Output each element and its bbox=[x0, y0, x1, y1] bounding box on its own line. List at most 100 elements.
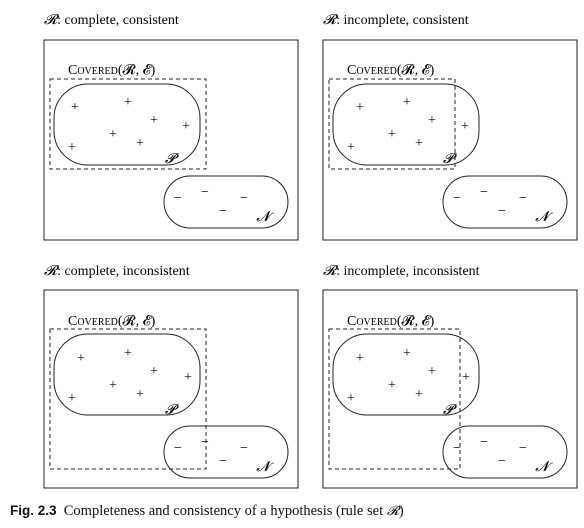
covered-word: Covered bbox=[347, 314, 397, 329]
negative-set-shape bbox=[163, 175, 289, 229]
covered-args: (𝓡, 𝓔) bbox=[397, 313, 435, 329]
negative-example: − bbox=[240, 441, 248, 456]
positive-example: + bbox=[136, 387, 144, 402]
negative-set-label: 𝓝 bbox=[256, 209, 274, 225]
positive-example: + bbox=[356, 351, 364, 366]
negative-set-shape bbox=[442, 425, 568, 479]
positive-example: + bbox=[403, 346, 411, 361]
negative-set-shape bbox=[163, 425, 289, 479]
panel-title-text: : complete, consistent bbox=[57, 13, 179, 28]
panel-title-text: : complete, inconsistent bbox=[57, 264, 190, 279]
covered-label: Covered(𝓡, 𝓔) bbox=[68, 62, 156, 78]
positive-example: + bbox=[150, 113, 158, 128]
positive-example: + bbox=[428, 113, 436, 128]
positive-set-shape bbox=[53, 333, 201, 416]
negative-example: − bbox=[174, 191, 182, 206]
example-space-box bbox=[322, 39, 578, 241]
positive-example: + bbox=[184, 370, 192, 385]
positive-set-shape bbox=[53, 83, 201, 166]
panel-title: 𝓡: incomplete, inconsistent bbox=[323, 263, 480, 279]
caption-close: ) bbox=[398, 503, 404, 519]
covered-label: Covered(𝓡, 𝓔) bbox=[68, 313, 156, 329]
positive-example: + bbox=[356, 100, 364, 115]
positive-example: + bbox=[182, 119, 190, 134]
negative-example: − bbox=[219, 454, 227, 469]
panel-incomplete-consistent: 𝓡: incomplete, consistent Covered(𝓡, 𝓔) … bbox=[322, 12, 578, 241]
positive-set-label: 𝓟 bbox=[165, 151, 179, 167]
negative-example: − bbox=[174, 441, 182, 456]
negative-example: − bbox=[219, 204, 227, 219]
negative-example: − bbox=[240, 191, 248, 206]
negative-example: − bbox=[480, 435, 488, 450]
positive-example: + bbox=[68, 391, 76, 406]
positive-example: + bbox=[388, 378, 396, 393]
positive-example: + bbox=[347, 140, 355, 155]
positive-example: + bbox=[415, 387, 423, 402]
covered-region bbox=[49, 328, 207, 470]
example-space-box bbox=[43, 289, 299, 489]
negative-set-label: 𝓝 bbox=[535, 459, 553, 475]
covered-word: Covered bbox=[68, 314, 118, 329]
caption-text: Completeness and consistency of a hypoth… bbox=[63, 503, 387, 519]
rule-set-symbol: 𝓡 bbox=[44, 12, 60, 28]
panel-complete-inconsistent: 𝓡: complete, inconsistent Covered(𝓡, 𝓔) … bbox=[43, 263, 299, 489]
covered-region bbox=[49, 78, 207, 170]
caption-symbol: 𝓡 bbox=[386, 504, 399, 519]
positive-example: + bbox=[388, 127, 396, 142]
panel-title: 𝓡: complete, consistent bbox=[44, 12, 179, 28]
negative-example: − bbox=[519, 191, 527, 206]
covered-region bbox=[328, 78, 456, 170]
example-space-box bbox=[43, 39, 299, 241]
positive-example: + bbox=[77, 351, 85, 366]
positive-example: + bbox=[124, 95, 132, 110]
covered-word: Covered bbox=[347, 63, 397, 78]
positive-set-label: 𝓟 bbox=[165, 402, 179, 418]
positive-example: + bbox=[71, 100, 79, 115]
covered-label: Covered(𝓡, 𝓔) bbox=[347, 313, 435, 329]
negative-example: − bbox=[453, 191, 461, 206]
example-space-box bbox=[322, 289, 578, 489]
positive-example: + bbox=[124, 346, 132, 361]
negative-example: − bbox=[498, 204, 506, 219]
positive-example: + bbox=[415, 136, 423, 151]
panel-complete-consistent: 𝓡: complete, consistent Covered(𝓡, 𝓔) + … bbox=[43, 12, 299, 241]
covered-label: Covered(𝓡, 𝓔) bbox=[347, 62, 435, 78]
positive-example: + bbox=[428, 364, 436, 379]
negative-example: − bbox=[480, 185, 488, 200]
negative-set-label: 𝓝 bbox=[535, 209, 553, 225]
rule-set-symbol: 𝓡 bbox=[44, 263, 60, 279]
panel-title-text: : incomplete, consistent bbox=[336, 13, 469, 28]
covered-word: Covered bbox=[68, 63, 118, 78]
negative-example: − bbox=[519, 441, 527, 456]
positive-example: + bbox=[68, 140, 76, 155]
positive-example: + bbox=[403, 95, 411, 110]
negative-example: − bbox=[453, 441, 461, 456]
negative-set-shape bbox=[442, 175, 568, 229]
covered-args: (𝓡, 𝓔) bbox=[397, 62, 435, 78]
positive-example: + bbox=[347, 391, 355, 406]
positive-set-shape bbox=[332, 333, 480, 416]
positive-set-shape bbox=[332, 83, 480, 166]
panel-title: 𝓡: complete, inconsistent bbox=[44, 263, 190, 279]
positive-example: + bbox=[136, 136, 144, 151]
covered-region bbox=[328, 328, 461, 470]
positive-example: + bbox=[150, 364, 158, 379]
negative-example: − bbox=[201, 185, 209, 200]
negative-set-label: 𝓝 bbox=[256, 459, 274, 475]
positive-example: + bbox=[109, 127, 117, 142]
panel-title-text: : incomplete, inconsistent bbox=[336, 264, 480, 279]
rule-set-symbol: 𝓡 bbox=[323, 263, 339, 279]
negative-example: − bbox=[498, 454, 506, 469]
positive-set-label: 𝓟 bbox=[443, 402, 457, 418]
covered-args: (𝓡, 𝓔) bbox=[118, 62, 156, 78]
covered-args: (𝓡, 𝓔) bbox=[118, 313, 156, 329]
positive-example: + bbox=[109, 378, 117, 393]
panel-title: 𝓡: incomplete, consistent bbox=[323, 12, 469, 28]
positive-example: + bbox=[461, 119, 469, 134]
figure-caption: Fig. 2.3 Completeness and consistency of… bbox=[10, 503, 580, 520]
positive-example: + bbox=[462, 370, 470, 385]
rule-set-symbol: 𝓡 bbox=[323, 12, 339, 28]
figure-number: Fig. 2.3 bbox=[10, 503, 57, 518]
negative-example: − bbox=[201, 435, 209, 450]
